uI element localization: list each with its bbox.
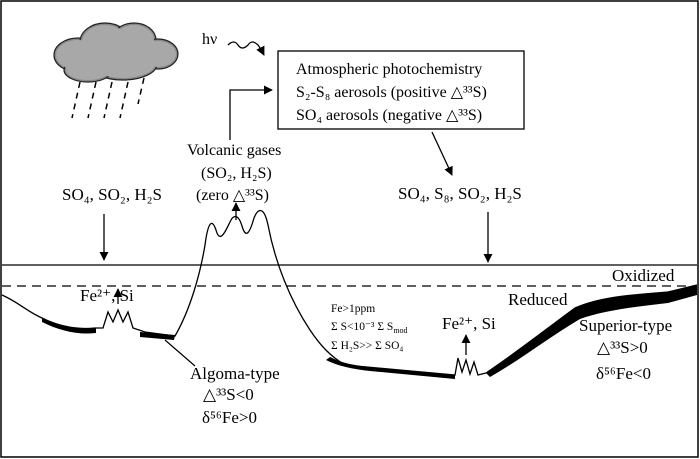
left-deposition-label: SO₄, SO₂, H₂S bbox=[62, 185, 162, 204]
bif-deposit-algoma-left bbox=[42, 318, 96, 334]
atmosphere-line3: SO₄ aerosols (negative △³³S) bbox=[296, 107, 482, 124]
photon-label: hν bbox=[202, 31, 217, 48]
seafloor-profile bbox=[1, 209, 698, 377]
volcanic-gases-line2: (SO₂, H₂S) bbox=[201, 165, 272, 182]
atmosphere-to-ocean-arrow bbox=[431, 131, 453, 176]
photon-wavy-arrow bbox=[227, 41, 265, 56]
bif-deposit-basin bbox=[326, 357, 455, 379]
volcanic-to-atmosphere-arrow bbox=[229, 85, 273, 140]
ocean-chem-fe: Fe>1ppm bbox=[331, 303, 375, 315]
atmosphere-line2: S₂-S₈ aerosols (positive △³³S) bbox=[296, 84, 487, 101]
ocean-chem-h2s: Σ H₂S>> Σ SO₄ bbox=[331, 340, 403, 352]
bif-deposit-superior bbox=[486, 285, 697, 377]
right-vent-label: Fe²⁺, Si bbox=[442, 314, 496, 333]
oxidized-label: Oxidized bbox=[612, 266, 675, 285]
superior-s33: △³³S>0 bbox=[597, 338, 648, 357]
superior-type-label: Superior-type bbox=[579, 316, 672, 335]
right-deposition-label: SO₄, S₈, SO₂, H₂S bbox=[398, 184, 522, 203]
rain-cloud-icon bbox=[53, 22, 179, 119]
algoma-type-label: Algoma-type bbox=[190, 364, 280, 383]
ocean-chem-sulfur: Σ S<10⁻³ Σ Smod bbox=[331, 321, 408, 335]
volcanic-gases-line1: Volcanic gases bbox=[187, 142, 281, 159]
algoma-s33: △³³S<0 bbox=[203, 385, 254, 404]
reduced-label: Reduced bbox=[508, 290, 568, 309]
volcanic-gases-line3: (zero △³³S) bbox=[196, 187, 269, 204]
algoma-fe56: δ⁵⁶Fe>0 bbox=[202, 408, 257, 427]
left-vent-label: Fe²⁺, Si bbox=[80, 286, 134, 305]
atmosphere-box bbox=[277, 50, 525, 130]
atmosphere-line1: Atmospheric photochemistry bbox=[296, 61, 482, 78]
bif-deposit-algoma-right bbox=[140, 332, 175, 340]
algoma-pointer bbox=[164, 339, 196, 367]
superior-fe56: δ⁵⁶Fe<0 bbox=[596, 364, 651, 383]
